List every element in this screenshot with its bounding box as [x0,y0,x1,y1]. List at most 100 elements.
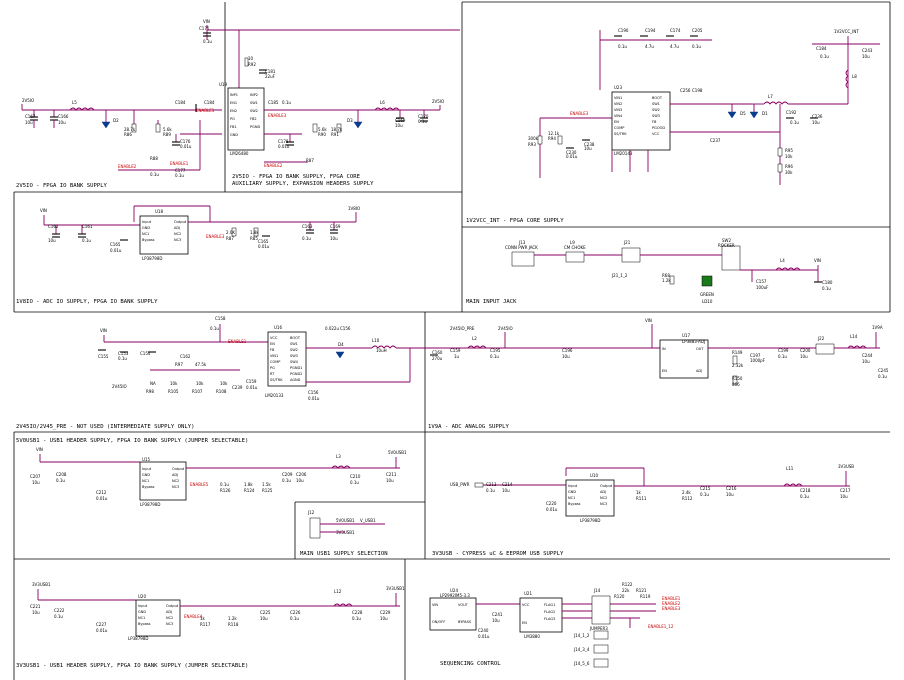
label-components-c177: C177 [175,168,186,173]
resistor-usb [474,482,484,488]
resistor-r95 [777,147,783,157]
label-nets-vin: VIN [36,447,43,452]
label-components-c158v: 0.1u [210,326,219,331]
label-components-c216v: 10u [726,492,734,497]
label-ics-u16-right-3: SW3 [290,354,298,358]
label-components-c212: C212 [96,490,107,495]
label-components-c195: C195 [490,348,501,353]
block-5v0usb1: VIN C207 10u C208 0.1u U15 LP38798D Inpu… [30,447,407,507]
label-components-c217: C217 [840,488,851,493]
label-components-c169bv: 10u [330,236,338,241]
ic-u18 [139,215,189,255]
label-components-c166v: 10u [58,120,66,125]
resistor-r92 [244,57,249,67]
label-components-l3: L3 [336,454,341,459]
jumper-j14-1-2-icon [593,630,609,640]
label-components-j14_5_6: J14_5_6 [573,661,590,666]
label-ics-u16-left-1: EN [270,342,275,346]
label-components-c165b: C165 [258,239,269,244]
label-ics-u16-left-7: SS/TRK [270,378,283,382]
label-components-c192: C192 [786,110,797,115]
label-components-j14_3_4: J14_3_4 [573,647,590,652]
label-components-c170: C170 [418,114,429,119]
label-ics-u18-part: LP38798D [142,256,162,261]
label-ics-u16-right-2: SW2 [290,348,298,352]
label-ics-u24-left-0: VIN [432,603,438,607]
label-components-c167: C167 [25,114,36,119]
label-components-r126: R126 [220,488,231,493]
net-2v5io: 2V5IO [22,98,34,103]
block-2v45: VIN C158 0.1u C155 C153 0.1u C154 ENABLE… [98,316,461,401]
label-components-c237: C237 [710,138,721,143]
net-1v2vcc: 1V2VCC_INT [834,29,859,34]
label-components-c226: C226 [290,610,301,615]
label-ics-u23-left-4: EN [614,120,619,124]
label-ics-u15-right-2: NC2 [172,479,179,483]
label-components-r96v: 30k [785,170,793,175]
label-components-c162: C162 [48,224,59,229]
net-enable2-b: ENABLE2 [264,163,283,168]
label-components-r90: R90 [318,132,326,137]
label-ics-u10-ref: U10 [590,473,598,478]
label-components-r98: R98 [146,389,154,394]
label-ics-u23-part: LM20143 [614,151,633,156]
resistor-r68 [669,275,675,285]
label-components-c165v: 0.01u [110,248,122,253]
switch-sw2 [721,245,741,271]
label-components-c157v: 100uF [756,285,769,290]
label-ics-u19-right-1: SW1 [250,101,258,105]
label-ics-u23-right-2: SW2 [652,108,660,112]
label-components-c174v: 4.7u [670,44,679,49]
label-components-r149: R149 [732,350,743,355]
section-title-2v5io-core-a: 2V5IO - FPGA IO BANK SUPPLY, FPGA CORE [232,174,361,180]
resistor-r91 [336,123,342,133]
label-components-r126v: 0.1u [220,482,229,487]
net-enable1-seq: ENABLE1 [662,596,681,601]
label-components-d3: D3 [347,118,353,123]
label-components-c229: C229 [380,610,391,615]
label-components-r124: R124 [244,488,255,493]
ic-u24 [429,597,477,631]
label-components-c227v: 0.01u [96,628,108,633]
label-components-l10: L10 [372,338,380,343]
label-components-c192v: 0.1u [790,120,799,125]
section-title-2v45: 2V45IO/2V45_PRE - NOT USED (INTERMEDIATE… [16,424,195,430]
inductor-l11 [783,483,803,487]
inductor-l10 [371,345,397,349]
label-components-d1: D1 [762,111,768,116]
label-components-r122: R122 [622,582,633,587]
label-ics-u10-left-3: Bypass [568,502,581,506]
label-components-c214: C214 [502,482,513,487]
label-components-c178v: 0.01u [278,144,290,149]
label-ics-u16-left-3: VIN1 [270,354,278,358]
label-components-c218: C218 [800,488,811,493]
label-components-c177v: 0.1u [175,173,184,178]
label-ics-u20-left-0: Input [138,604,148,608]
resistor-r90 [312,123,318,133]
label-components-l7: L7 [768,94,773,99]
label-components-c161v: 0.1u [82,238,91,243]
label-components-c199v: 0.1u [778,354,787,359]
label-components-c240: C240 [478,628,489,633]
label-ics-u16-left-2: FB [270,348,275,352]
label-ics-u21-left-1: EN [522,621,527,625]
label-components-r121: R121 [636,588,647,593]
label-components-r149v: 2.32k [732,363,744,368]
label-ics-u20-right-1: ADJ [166,610,172,614]
block-1v8io: VIN C162 10u C161 0.1u U18 LP38798D Inpu… [40,205,360,261]
label-ics-u23-left-1: VIN2 [614,102,622,106]
label-components-ledn: GREEN [700,292,714,297]
label-ics-u19-right-4: PGND [250,125,260,129]
label-components-l9n: CM CHOKE [564,245,586,250]
label-components-c209: C209 [282,472,293,477]
label-ics-u23-ref: U23 [614,85,622,90]
label-components-sw2n: ROCKER [718,243,735,248]
label-components-c200: C200 [800,348,811,353]
choke-l9 [565,251,585,263]
label-components-c194: C194 [645,28,656,33]
label-components-c205v: 0.1u [692,44,701,49]
label-ics-u19-part: LM26480 [230,151,249,156]
label-nets-v2v45io: 2V45IO [112,384,127,389]
label-ics-u24-ref: U24 [450,588,458,593]
